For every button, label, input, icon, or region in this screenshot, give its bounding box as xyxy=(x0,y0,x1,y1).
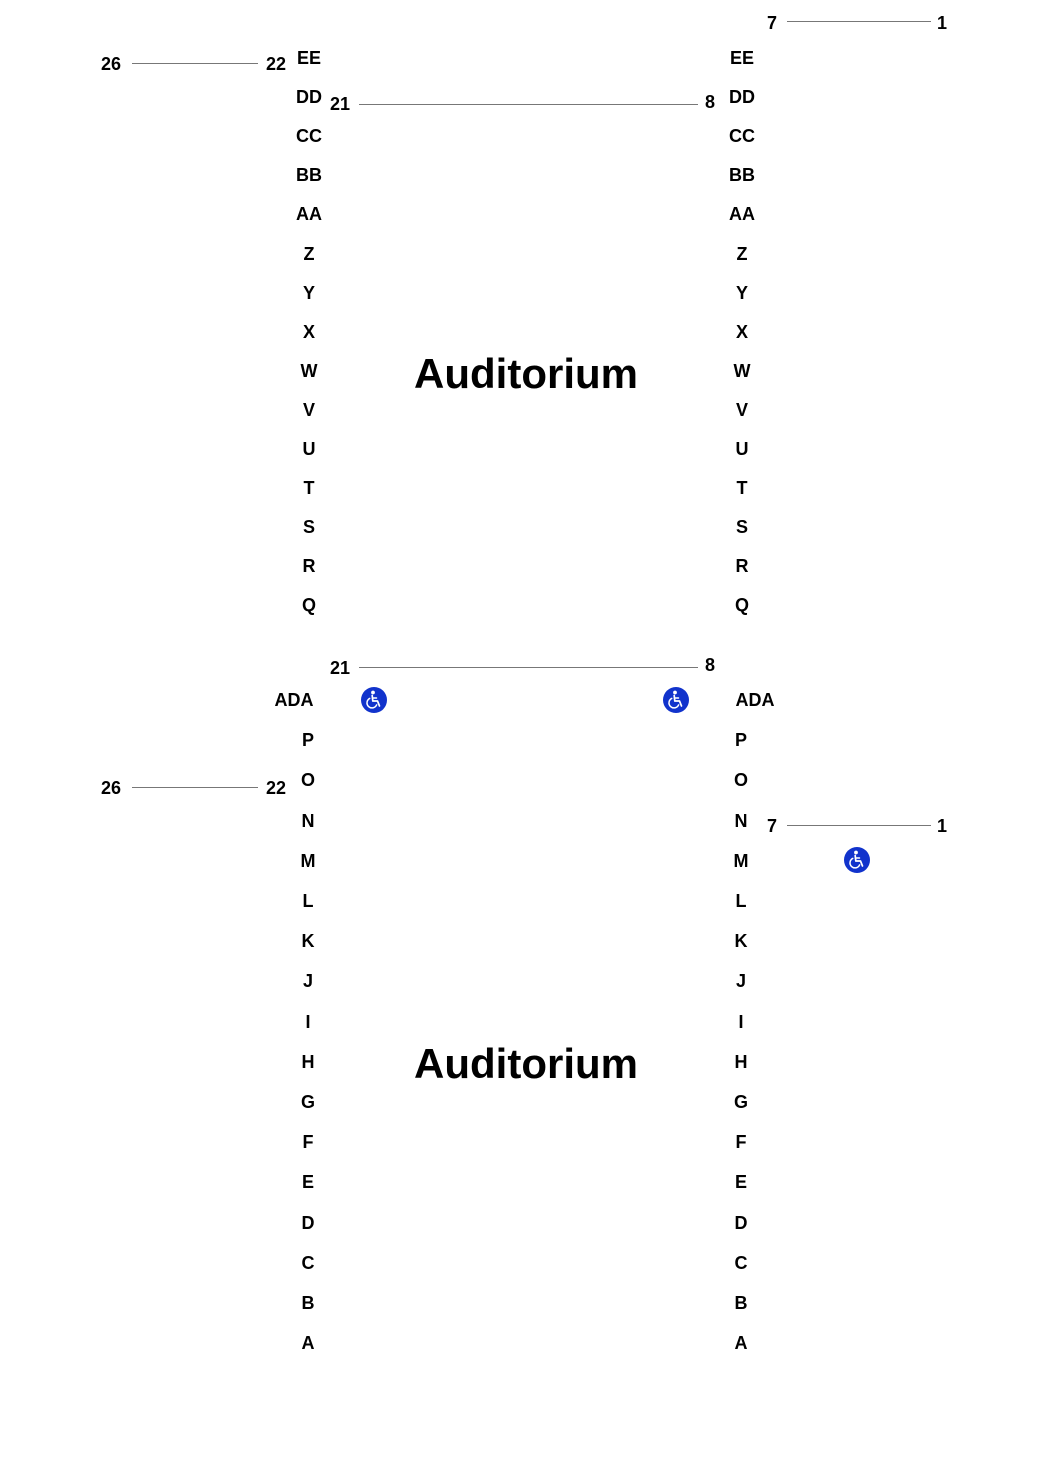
row-label: Y xyxy=(302,282,315,303)
row-label: M xyxy=(733,850,749,871)
row-label: U xyxy=(302,439,316,459)
row-label: F xyxy=(735,1132,747,1153)
row-label: T xyxy=(736,478,748,499)
row-label: W xyxy=(733,360,751,381)
wheelchair-icon xyxy=(361,687,387,713)
row-label: E xyxy=(301,1172,314,1193)
row-label: D xyxy=(301,1212,315,1233)
row-label: N xyxy=(734,810,748,831)
row-label: I xyxy=(738,1011,744,1032)
range-end-label: 1 xyxy=(936,13,947,33)
row-label: L xyxy=(302,891,314,911)
row-label: H xyxy=(734,1051,748,1072)
row-label: A xyxy=(301,1333,315,1354)
row-label: T xyxy=(303,478,315,499)
row-label: O xyxy=(300,770,315,791)
row-label: V xyxy=(735,399,748,420)
row-label: X xyxy=(735,321,748,342)
wheelchair-icon xyxy=(844,847,870,873)
row-label: K xyxy=(734,931,748,952)
row-label: X xyxy=(302,321,315,342)
range-start-label: 7 xyxy=(766,13,777,33)
range-start-label: 21 xyxy=(329,658,351,678)
row-label: C xyxy=(734,1252,748,1273)
row-label: L xyxy=(735,891,747,911)
range-end-label: 1 xyxy=(936,816,947,836)
row-label: ADA xyxy=(735,690,775,710)
row-label: J xyxy=(735,971,746,992)
row-label: I xyxy=(305,1011,311,1032)
row-label: AA xyxy=(729,204,755,225)
row-label: E xyxy=(734,1172,747,1193)
row-label: R xyxy=(302,556,316,577)
row-label: Q xyxy=(301,595,316,616)
row-label: CC xyxy=(729,126,755,147)
row-label: W xyxy=(300,360,318,381)
wheelchair-icon xyxy=(663,687,689,713)
row-label: EE xyxy=(296,48,321,68)
seat-range-line xyxy=(359,104,698,105)
row-label: P xyxy=(301,730,314,751)
seat-range-line xyxy=(359,667,698,668)
row-label: O xyxy=(733,770,748,791)
row-label: F xyxy=(302,1132,314,1153)
range-start-label: 21 xyxy=(329,94,351,114)
row-label: DD xyxy=(296,87,322,108)
section-title-lower: Auditorium xyxy=(414,1040,638,1087)
row-label: D xyxy=(734,1212,748,1233)
seat-range-line xyxy=(787,825,931,826)
row-label: AA xyxy=(296,204,322,225)
seat-range-line xyxy=(132,63,258,64)
row-label: H xyxy=(301,1051,315,1072)
row-label: A xyxy=(734,1333,748,1354)
range-start-label: 26 xyxy=(100,54,122,74)
row-label: M xyxy=(300,850,316,871)
row-label: EE xyxy=(729,48,754,68)
range-start-label: 26 xyxy=(100,778,122,798)
row-label: U xyxy=(735,439,749,459)
seat-range-line xyxy=(132,787,258,788)
row-label: G xyxy=(733,1092,748,1112)
range-start-label: 7 xyxy=(766,816,777,836)
row-label: P xyxy=(734,730,747,751)
row-label: B xyxy=(734,1293,748,1313)
row-label: N xyxy=(301,810,315,831)
row-label: BB xyxy=(729,165,755,186)
row-label: Z xyxy=(736,243,748,264)
row-label: G xyxy=(300,1092,315,1112)
row-label: CC xyxy=(296,126,322,147)
range-end-label: 22 xyxy=(265,778,287,798)
row-label: S xyxy=(735,517,748,538)
row-label: BB xyxy=(296,165,322,186)
row-label: S xyxy=(302,517,315,538)
row-label: R xyxy=(735,556,749,577)
row-label: DD xyxy=(729,87,755,108)
range-end-label: 8 xyxy=(704,92,715,112)
row-label: B xyxy=(301,1293,315,1313)
row-label: V xyxy=(302,399,315,420)
range-end-label: 22 xyxy=(265,54,287,74)
row-label: C xyxy=(301,1252,315,1273)
row-label: K xyxy=(301,931,315,952)
row-label: J xyxy=(302,971,313,992)
range-end-label: 8 xyxy=(704,655,715,675)
row-label: ADA xyxy=(274,690,314,710)
row-label: Y xyxy=(735,282,748,303)
row-label: Z xyxy=(303,243,315,264)
section-title-upper: Auditorium xyxy=(414,350,638,397)
seat-range-line xyxy=(787,21,931,22)
row-label: Q xyxy=(734,595,749,616)
